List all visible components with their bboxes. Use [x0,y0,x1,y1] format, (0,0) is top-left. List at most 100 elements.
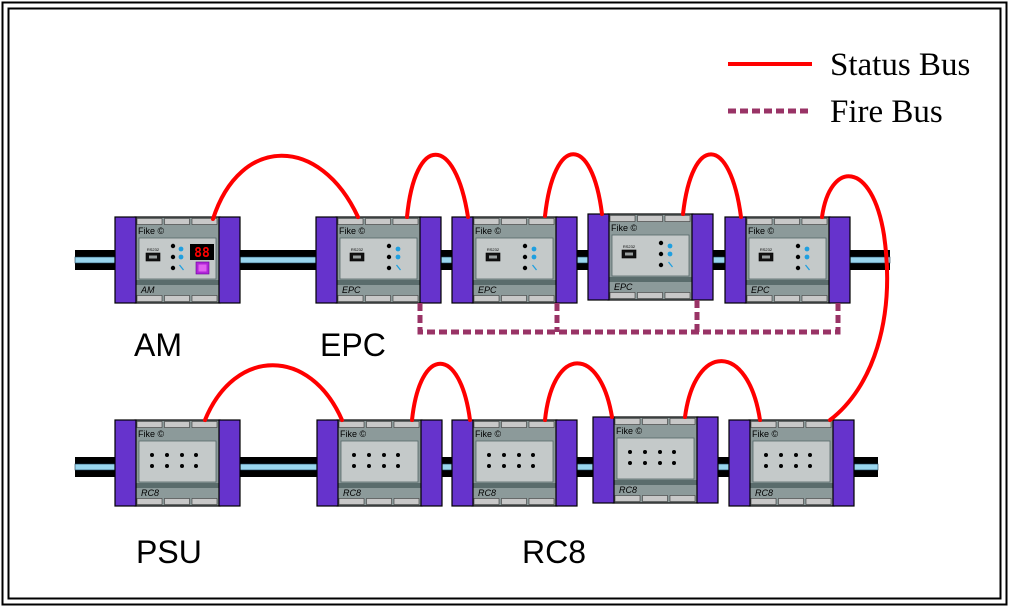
terminal-block [136,498,163,505]
relay-indicator-dot [517,453,521,457]
terminal-block [528,498,555,505]
brand-label: Fike © [611,223,638,233]
legend: Status Bus Fire Bus [728,47,970,130]
port-label: RS232 [147,247,160,252]
rs232-port-socket [353,255,361,259]
terminal-block [337,295,364,302]
module-type-label: RC8 [478,488,496,498]
brand-label: Fike © [138,429,165,439]
label-rc8: RC8 [522,534,586,570]
module-side-left [114,419,137,507]
led-indicator-mark [531,264,538,271]
relay-indicator-dot [643,461,647,465]
module-side-left [724,216,747,304]
module-side-right [420,419,443,507]
module-band [746,280,829,285]
relay-indicator-dot [628,461,632,465]
label-epc: EPC [320,327,386,363]
terminal-block [501,421,527,428]
front-panel [340,440,419,483]
terminal-block [805,498,832,505]
terminal-block [337,218,364,225]
status-bus [203,152,890,422]
terminal-block [136,421,163,428]
terminal-block [750,498,777,505]
terminal-block [669,495,696,502]
terminal-block [664,292,691,299]
module-band [337,280,420,285]
terminal-block [136,295,163,302]
status-bus-link [211,153,360,221]
rs232-port-socket [762,255,770,259]
terminal-block [801,218,828,225]
rs232-port-socket [489,255,497,259]
status-led [170,265,176,271]
relay-indicator-dot [180,453,184,457]
rs232-port-socket [149,255,157,259]
relay-indicator-dot [658,450,662,454]
status-bus-link [203,363,344,422]
seven-segment-display [190,244,214,260]
relay-indicator-dot [502,453,506,457]
label-am: AM [134,327,182,363]
module-band [338,483,421,488]
terminal-block [191,421,218,428]
relay-indicator-dot [808,464,812,468]
module-type-label: AM [140,285,155,295]
relay-indicator-dot [165,464,169,468]
terminal-block [164,218,190,225]
relay-indicator-dot [779,453,783,457]
status-bus-link [410,361,472,422]
module-side-right [555,216,578,304]
status-led [795,243,801,249]
terminal-block [746,218,773,225]
led-indicator-mark [178,264,185,271]
terminal-block [805,421,832,428]
terminal-block [528,421,555,428]
module-rc8-3: Fike ©RC8 [592,416,719,504]
relay-indicator-dot [382,453,386,457]
brand-label: Fike © [748,226,775,236]
terminal-block [528,295,555,302]
status-led [804,254,810,260]
terminal-block [778,498,804,505]
relay-indicator-dot [643,450,647,454]
module-rc8-4: Fike © RC8 [728,419,855,507]
relay-indicator-dot [367,464,371,468]
status-led [386,243,392,249]
module-side-left [316,419,339,507]
status-led [522,243,528,249]
module-side-right [696,416,719,504]
module-band [614,480,697,485]
relay-indicator-dot [779,464,783,468]
front-panel [616,437,695,480]
relay-indicator-dot [382,464,386,468]
terminal-block [393,498,420,505]
relay-indicator-dot [367,453,371,457]
relay-indicator-dot [672,461,676,465]
brand-label: Fike © [752,429,779,439]
relay-indicator-dot [180,464,184,468]
relay-indicator-dot [628,450,632,454]
module-type-label: EPC [614,282,633,292]
terminal-block [528,218,555,225]
relay-indicator-dot [531,464,535,468]
status-led [522,254,528,260]
status-led [386,265,392,271]
status-led [804,246,810,252]
module-side-right [832,419,855,507]
module-side-left [728,419,751,507]
module-rc8-1: Fike ©RC8 [316,419,443,507]
module-type-label: RC8 [755,488,773,498]
label-psu: PSU [136,534,202,570]
status-led [658,240,664,246]
terminal-block [774,218,800,225]
relay-indicator-dot [487,453,491,457]
terminal-block [637,215,663,222]
module-band [136,280,219,285]
status-led [395,246,401,252]
module-side-right [419,216,442,304]
module-type-label: RC8 [619,485,637,495]
